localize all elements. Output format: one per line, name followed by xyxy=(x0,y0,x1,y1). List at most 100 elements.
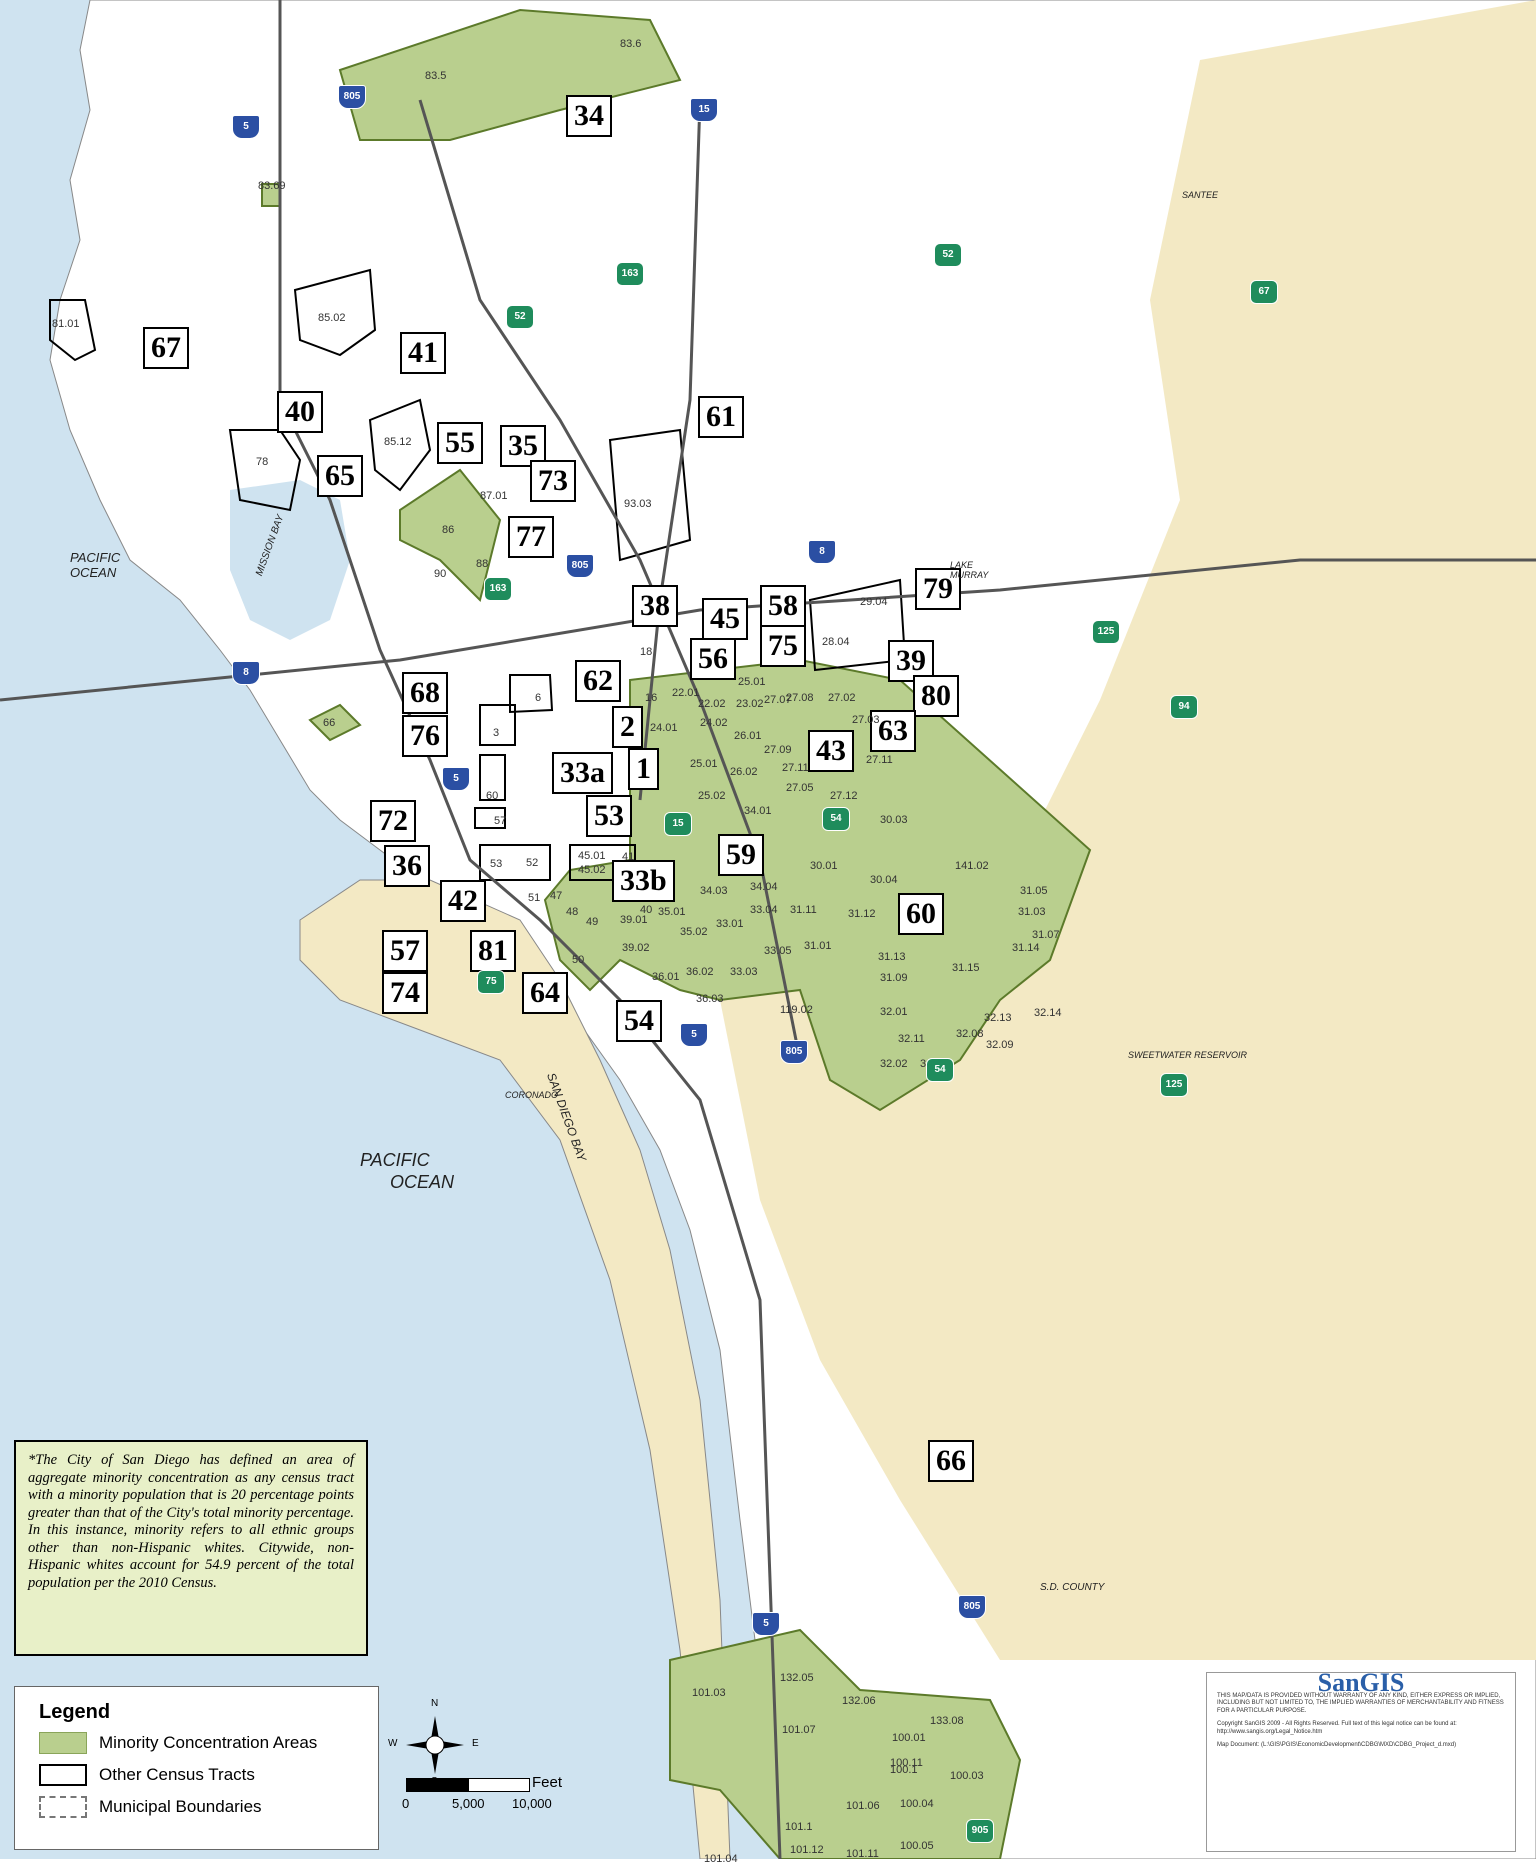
tract-label: 22.02 xyxy=(698,698,726,710)
tract-label: 26.01 xyxy=(734,730,762,742)
callout-40: 40 xyxy=(277,391,323,433)
coronado xyxy=(299,879,731,1859)
tract-label: 35.02 xyxy=(680,926,708,938)
callout-60: 60 xyxy=(898,893,944,935)
tract-label: 30.03 xyxy=(880,814,908,826)
callout-65: 65 xyxy=(317,455,363,497)
tract-40 xyxy=(228,429,302,512)
tract-label: 83.6 xyxy=(620,38,642,50)
state-route-shield-icon: 54 xyxy=(926,1058,954,1082)
callout-77: 77 xyxy=(508,516,554,558)
callout-43: 43 xyxy=(808,730,854,772)
lake-murray-label: LAKE MURRAY xyxy=(950,560,989,580)
callout-62: 62 xyxy=(575,660,621,702)
legend-item-minority: Minority Concentration Areas xyxy=(39,1732,354,1754)
callout-58: 58 xyxy=(760,585,806,627)
tract-label: 31.11 xyxy=(790,904,817,916)
tract-label: 33.03 xyxy=(730,966,758,978)
tract-65 xyxy=(368,398,432,492)
tract-label: 27.02 xyxy=(828,692,856,704)
callout-38: 38 xyxy=(632,585,678,627)
tract-label: 101.1 xyxy=(785,1821,813,1833)
callout-75: 75 xyxy=(760,625,806,667)
tract-label: 101.03 xyxy=(692,1687,726,1699)
interstate-shield-icon: 805 xyxy=(566,554,594,578)
minority-definition-note: *The City of San Diego has defined an ar… xyxy=(14,1440,368,1656)
tract-label: 100.01 xyxy=(892,1732,926,1744)
tract-60 xyxy=(479,754,506,801)
interstate-shield-icon: 8 xyxy=(808,540,836,564)
interstate-shield-icon: 5 xyxy=(752,1612,780,1636)
tract-label: 33.01 xyxy=(716,918,744,930)
interstate-shield-icon: 8 xyxy=(232,661,260,685)
callout-2: 2 xyxy=(612,706,643,748)
tract-label: 31.12 xyxy=(848,908,876,920)
callout-1: 1 xyxy=(628,748,659,790)
other-swatch xyxy=(39,1764,87,1786)
state-route-shield-icon: 125 xyxy=(1160,1073,1188,1097)
tract-label: 6 xyxy=(535,692,542,704)
tract-label: 49 xyxy=(586,916,599,928)
tract-label: 83.5 xyxy=(425,70,447,82)
tract-label: 22.01 xyxy=(672,687,700,699)
callout-39: 39 xyxy=(888,640,934,682)
tract-label: 101.12 xyxy=(790,1844,824,1856)
tract-label: 23.02 xyxy=(736,698,764,710)
callout-34: 34 xyxy=(566,95,612,137)
interstate-shield-icon: 805 xyxy=(338,85,366,109)
tract-label: 30.04 xyxy=(870,874,898,886)
tract-label: 51 xyxy=(528,892,541,904)
tract-label: 27.03 xyxy=(852,714,880,726)
legend: Legend Minority Concentration Areas Othe… xyxy=(14,1686,379,1850)
tract-label: 33.04 xyxy=(750,904,778,916)
tract-label: 31.13 xyxy=(878,951,906,963)
interstate-shield-icon: 5 xyxy=(442,767,470,791)
tract-label: 27.08 xyxy=(786,692,814,704)
tract-label: 50 xyxy=(572,954,585,966)
callout-55: 55 xyxy=(437,422,483,464)
tract-label: 30.01 xyxy=(810,860,838,872)
tract-label: 33.05 xyxy=(764,945,792,957)
legend-item-municipal: Municipal Boundaries xyxy=(39,1796,354,1818)
tract-label: 27.12 xyxy=(830,790,858,802)
tract-label: 45.01 xyxy=(578,850,606,862)
callout-61: 61 xyxy=(698,396,744,438)
callout-68: 68 xyxy=(402,672,448,714)
tract-label: 100.04 xyxy=(900,1798,934,1810)
tract-label: 52 xyxy=(526,857,539,869)
county-east xyxy=(720,0,1536,1660)
state-route-shield-icon: 905 xyxy=(966,1819,994,1843)
tract-label: 25.01 xyxy=(738,676,766,688)
tract-label: 132.05 xyxy=(780,1672,814,1684)
interstate-shield-icon: 15 xyxy=(690,98,718,122)
south-bay-block xyxy=(669,1628,1022,1859)
tract-label: 101.04 xyxy=(704,1853,738,1865)
tract-label: 133.08 xyxy=(930,1715,964,1727)
callout-56: 56 xyxy=(690,638,736,680)
municipal-swatch xyxy=(39,1796,87,1818)
tract-label: 25.01 xyxy=(690,758,718,770)
callout-33b: 33b xyxy=(612,860,675,902)
tract-label: 60 xyxy=(486,790,499,802)
tract-62 xyxy=(509,674,554,714)
southeast-block xyxy=(543,658,1092,1112)
tract-label: 119.02 xyxy=(780,1004,813,1016)
tract-label: 32.08 xyxy=(956,1028,984,1040)
tract-label: 31.15 xyxy=(952,962,980,974)
tract-label: 18 xyxy=(640,646,653,658)
compass-rose-icon: N S E W xyxy=(388,1698,479,1787)
tract-label: 31.07 xyxy=(1032,929,1060,941)
tract-label: 85.02 xyxy=(318,312,346,324)
callout-42: 42 xyxy=(440,880,486,922)
state-route-shield-icon: 52 xyxy=(934,243,962,267)
callout-59: 59 xyxy=(718,834,764,876)
minority-swatch xyxy=(39,1732,87,1754)
callout-36: 36 xyxy=(384,845,430,887)
tract-label: 36.01 xyxy=(652,971,680,983)
tract-label: 100.05 xyxy=(900,1840,934,1852)
state-route-shield-icon: 94 xyxy=(1170,695,1198,719)
tract-label: 25.02 xyxy=(698,790,726,802)
tract-label: 34.03 xyxy=(700,885,728,897)
tract-label: 3 xyxy=(493,727,500,739)
state-route-shield-icon: 163 xyxy=(484,577,512,601)
